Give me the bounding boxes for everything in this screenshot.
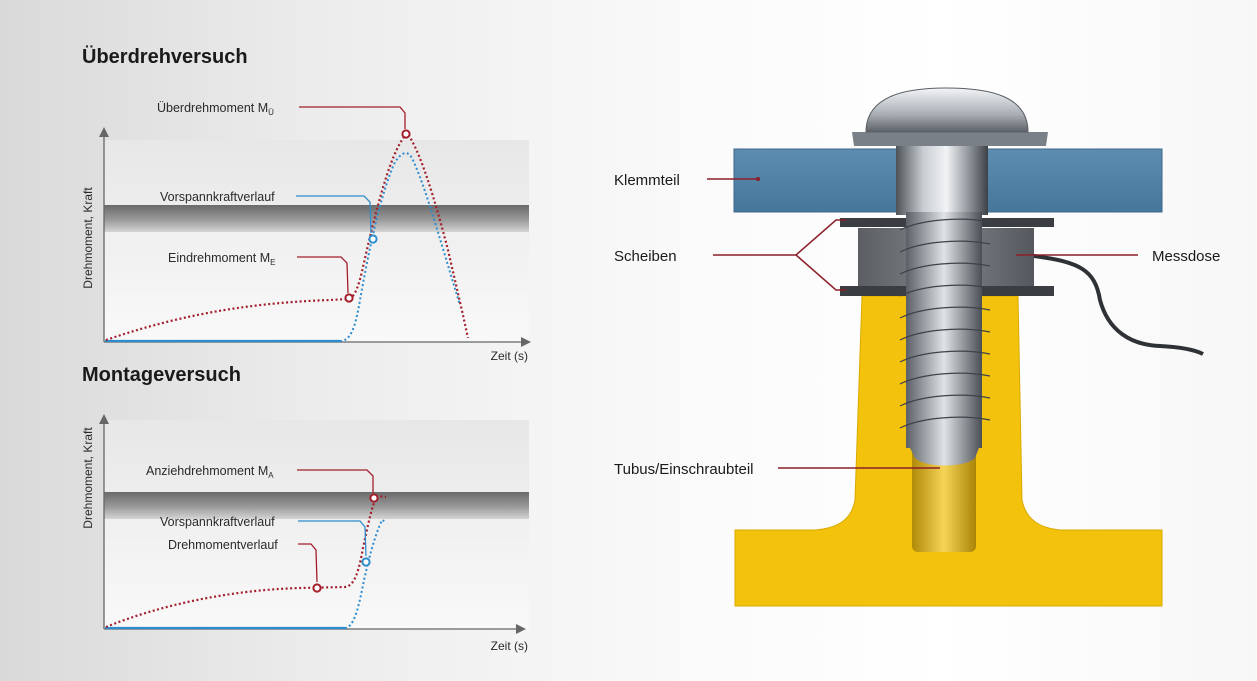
- thread-ridge: [899, 350, 991, 363]
- label-insertion-torque: Eindrehmoment ME: [168, 251, 275, 267]
- screw-threads: [899, 218, 991, 429]
- tightening-torque-marker: [369, 493, 379, 503]
- label-preload: Vorspannkraftverlauf: [160, 190, 275, 204]
- torque-curve: [105, 494, 387, 629]
- overdrive-title: Überdrehversuch: [82, 45, 248, 68]
- thread-ridge: [899, 284, 991, 297]
- x-axis-label: Zeit (s): [491, 349, 528, 363]
- label-tightening-subscript: A: [268, 471, 274, 480]
- label-insertion-text: Eindrehmoment M: [168, 251, 270, 265]
- thread-ridge: [899, 240, 991, 253]
- preload-curve: [344, 518, 387, 629]
- leader-torque: [298, 543, 318, 583]
- y-axis-arrow: [99, 414, 109, 424]
- label-tightening-torque: Anziehdrehmoment MA: [146, 464, 274, 480]
- label-overdrive-torque: Überdrehmoment MÜ: [157, 101, 274, 117]
- x-axis-arrow: [516, 624, 526, 634]
- overdrive-torque-marker: [401, 129, 411, 139]
- screw-assembly-illustration: Klemmteil Scheiben Messdose Tubus/Einsch…: [614, 87, 1220, 607]
- y-axis-label: Drehmoment, Kraft: [81, 427, 95, 529]
- preload-marker: [361, 557, 371, 567]
- assembly-title: Montageversuch: [82, 364, 241, 386]
- leader-insertion: [297, 256, 349, 294]
- label-washers: Scheiben: [614, 248, 677, 265]
- preload-marker: [368, 234, 378, 244]
- assembly-chart: Montageversuch Drehmoment, Kraft Zeit (s…: [81, 364, 529, 653]
- label-clamp-part: Klemmteil: [614, 172, 680, 189]
- preload-band: [104, 205, 529, 232]
- screw-head: [865, 87, 1029, 133]
- leader-washer-top: [795, 219, 846, 256]
- x-axis-label: Zeit (s): [491, 639, 528, 653]
- overdrive-chart: Überdrehversuch Drehmoment, Kraft Zeit (…: [81, 45, 531, 363]
- label-preload: Vorspannkraftverlauf: [160, 515, 275, 529]
- x-axis-arrow: [521, 337, 531, 347]
- label-overdrive-text: Überdrehmoment M: [157, 101, 268, 115]
- thread-ridge: [899, 328, 991, 341]
- thread-ridge: [899, 372, 991, 385]
- thread-ridge: [899, 306, 991, 319]
- label-overdrive-subscript: Ü: [268, 108, 274, 117]
- screw-head-flange: [852, 132, 1048, 146]
- load-cell-cable: [1033, 254, 1204, 356]
- screw-shank-upper: [896, 135, 988, 215]
- leader-washer-bottom: [795, 254, 846, 291]
- chart-background: [104, 420, 529, 629]
- leader-overdrive: [299, 106, 406, 129]
- screw-tip: [906, 440, 982, 466]
- leader-preload: [298, 520, 367, 557]
- thread-ridge: [899, 218, 991, 231]
- y-axis-label: Drehmoment, Kraft: [81, 187, 95, 289]
- label-insertion-subscript: E: [270, 258, 275, 267]
- leader-tightening: [297, 469, 374, 493]
- y-axis-arrow: [99, 127, 109, 137]
- thread-ridge: [899, 416, 991, 429]
- label-tightening-text: Anziehdrehmoment M: [146, 464, 268, 478]
- preload-band: [104, 492, 529, 519]
- thread-ridge: [899, 394, 991, 407]
- torque-curve-marker: [312, 583, 322, 593]
- leader-preload: [296, 195, 372, 234]
- torque-curve: [105, 131, 470, 342]
- insertion-torque-marker: [344, 293, 354, 303]
- label-load-cell: Messdose: [1152, 248, 1220, 265]
- label-boss: Tubus/Einschraubteil: [614, 461, 754, 478]
- thread-ridge: [899, 262, 991, 275]
- chart-background: [104, 140, 529, 342]
- label-torque-curve: Drehmomentverlauf: [168, 538, 278, 552]
